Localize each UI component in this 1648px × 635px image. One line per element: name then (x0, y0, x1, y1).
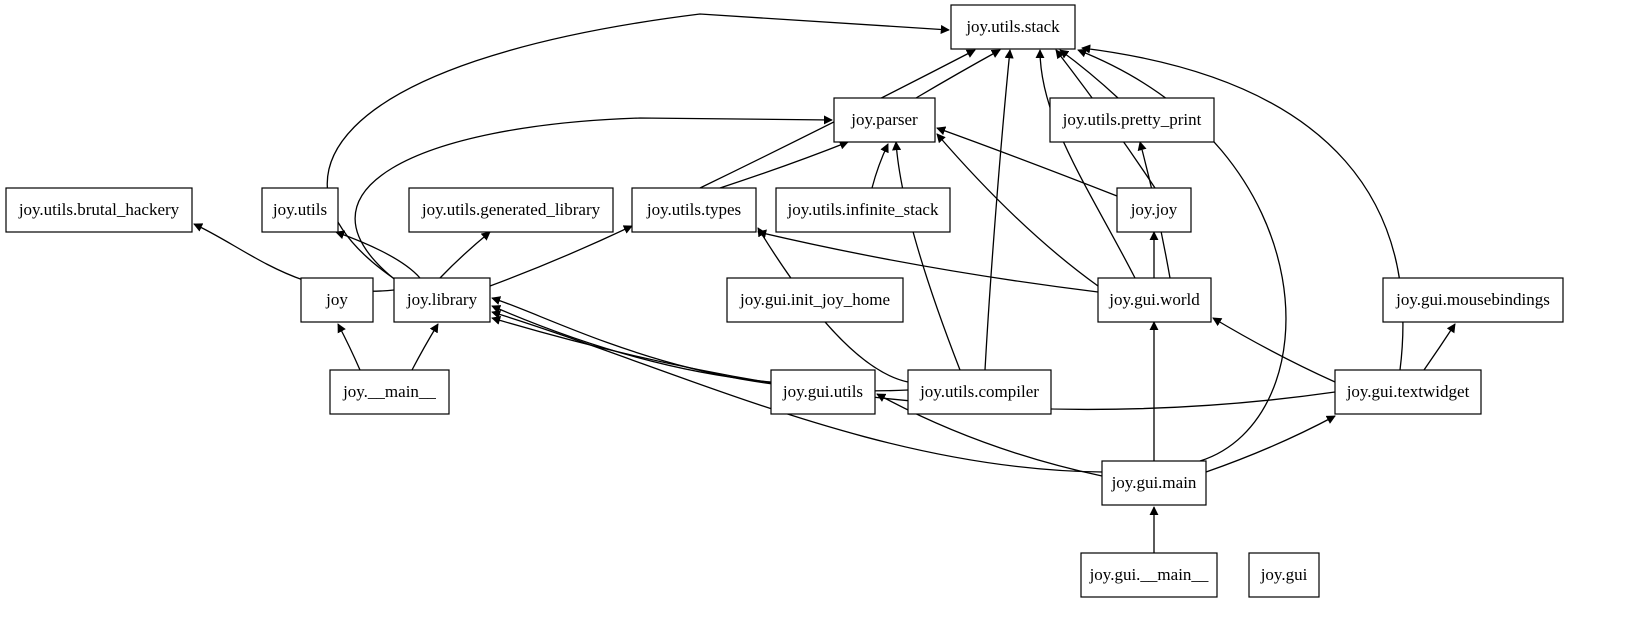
node-box-gui_main[interactable] (1101, 460, 1207, 506)
node-box-generated_library[interactable] (408, 187, 614, 233)
node-box-compiler[interactable] (907, 369, 1052, 415)
node-world[interactable]: joy.gui.world (1097, 277, 1212, 323)
node-box-gui[interactable] (1248, 552, 1320, 598)
node-utils[interactable]: joy.utils (261, 187, 339, 233)
node-textwidget[interactable]: joy.gui.textwidget (1334, 369, 1482, 415)
node-joy[interactable]: joy (300, 277, 374, 323)
node-box-world[interactable] (1097, 277, 1212, 323)
node-gui_dunder_main[interactable]: joy.gui.__main__ (1080, 552, 1218, 598)
node-main_dunder[interactable]: joy.__main__ (329, 369, 450, 415)
edge-compiler-to-stack (984, 49, 1014, 371)
node-box-gui_dunder_main[interactable] (1080, 552, 1218, 598)
edge-textwidget-to-world (1212, 317, 1336, 383)
edge-library-to-generated_library (439, 231, 491, 279)
node-box-joy[interactable] (300, 277, 374, 323)
edge-infinite_stack-to-parser (871, 143, 889, 189)
node-box-init_joy_home[interactable] (726, 277, 904, 323)
node-stack[interactable]: joy.utils.stack (950, 4, 1076, 50)
node-brutal_hackery[interactable]: joy.utils.brutal_hackery (5, 187, 193, 233)
edge-gui_main-to-textwidget (1205, 415, 1336, 473)
node-box-mousebindings[interactable] (1382, 277, 1564, 323)
node-gui[interactable]: joy.gui (1248, 552, 1320, 598)
edge-library-to-types (489, 225, 633, 287)
node-joyjoy[interactable]: joy.joy (1116, 187, 1192, 233)
node-types[interactable]: joy.utils.types (631, 187, 757, 233)
node-box-pretty_print[interactable] (1049, 97, 1215, 143)
edge-library-to-parser (354, 115, 833, 283)
node-box-gui_utils[interactable] (770, 369, 876, 415)
edge-world-to-stack (1035, 49, 1136, 279)
node-box-library[interactable] (393, 277, 491, 323)
node-generated_library[interactable]: joy.utils.generated_library (408, 187, 614, 233)
edge-library-to-utils (335, 230, 421, 279)
node-box-brutal_hackery[interactable] (5, 187, 193, 233)
node-init_joy_home[interactable]: joy.gui.init_joy_home (726, 277, 904, 323)
edge-parser-to-stack (915, 49, 1001, 99)
node-box-parser[interactable] (833, 97, 936, 143)
edge-library-to-stack (326, 13, 950, 281)
node-box-types[interactable] (631, 187, 757, 233)
edge-types-to-parser (719, 140, 849, 189)
node-library[interactable]: joy.library (393, 277, 491, 323)
node-gui_main[interactable]: joy.gui.main (1101, 460, 1207, 506)
node-box-utils[interactable] (261, 187, 339, 233)
edge-textwidget-to-mousebindings (1423, 323, 1456, 371)
edge-world-to-types (757, 229, 1099, 293)
node-gui_utils[interactable]: joy.gui.utils (770, 369, 876, 415)
node-mousebindings[interactable]: joy.gui.mousebindings (1382, 277, 1564, 323)
node-infinite_stack[interactable]: joy.utils.infinite_stack (775, 187, 951, 233)
edge-gui_main-to-gui_utils (876, 393, 1103, 477)
node-pretty_print[interactable]: joy.utils.pretty_print (1049, 97, 1215, 143)
edge-joyjoy-to-parser (936, 126, 1118, 197)
nodes-layer: joy.utils.brutal_hackery joy.utils joy.uti… (5, 4, 1564, 598)
edge-world-to-parser (936, 133, 1099, 287)
edge-compiler-to-parser (892, 141, 961, 371)
node-compiler[interactable]: joy.utils.compiler (907, 369, 1052, 415)
node-box-stack[interactable] (950, 4, 1076, 50)
node-box-joyjoy[interactable] (1116, 187, 1192, 233)
edge-gui_utils-to-library (491, 305, 772, 383)
node-box-main_dunder[interactable] (329, 369, 450, 415)
edge-main_dunder-to-joy (337, 323, 361, 371)
node-parser[interactable]: joy.parser (833, 97, 936, 143)
edge-pretty_print-to-stack (1059, 49, 1119, 99)
edge-main_dunder-to-library (411, 323, 439, 371)
node-box-textwidget[interactable] (1334, 369, 1482, 415)
node-box-infinite_stack[interactable] (775, 187, 951, 233)
